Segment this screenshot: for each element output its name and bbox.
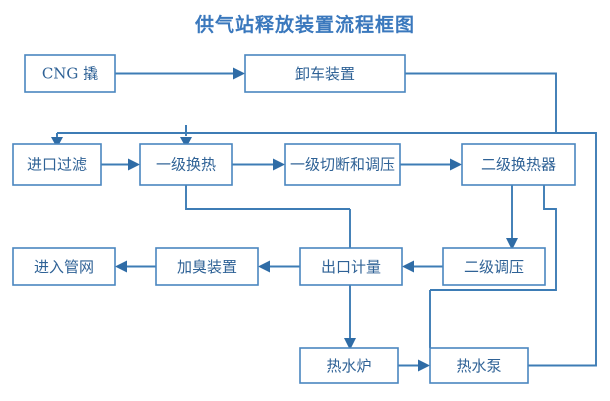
node-label-inlet-filter: 进口过滤: [27, 156, 87, 174]
node-cut-reg1[interactable]: 一级切断和调压: [284, 143, 401, 186]
edge-odorant-to-to-network: [115, 260, 156, 273]
edge-hot-water-pump-to-heat1: [180, 125, 597, 367]
node-label-heat2: 二级换热器: [481, 156, 556, 174]
edge-heat1-to-cut-reg1: [232, 158, 285, 171]
edge-cng-to-unload: [115, 67, 245, 80]
node-cng[interactable]: CNG 撬: [24, 54, 116, 93]
node-hot-water-pump[interactable]: 热水泵: [429, 347, 529, 384]
node-to-network[interactable]: 进入管网: [12, 247, 116, 286]
node-label-cut-reg1: 一级切断和调压: [290, 156, 395, 174]
node-heat1[interactable]: 一级换热: [139, 143, 233, 186]
node-hot-water-boiler[interactable]: 热水炉: [299, 347, 399, 384]
edge-heat2-to-reg2: [506, 185, 518, 250]
edge-outlet-meter-to-odorant: [258, 260, 300, 273]
connector-layer: [51, 67, 597, 372]
edge-heat2-to-hot-water-boiler: [429, 185, 557, 348]
node-label-heat1: 一级换热: [156, 156, 216, 174]
node-label-cng: CNG 撬: [42, 65, 98, 83]
node-unload[interactable]: 卸车装置: [244, 54, 406, 93]
node-label-reg2: 二级调压: [464, 258, 524, 276]
edge-reg2-to-outlet-meter: [402, 260, 443, 273]
edge-cut-reg1-to-heat2: [400, 158, 462, 171]
node-label-hot-water-boiler: 热水炉: [326, 357, 371, 375]
edge-inlet-filter-to-heat1: [101, 158, 140, 171]
node-label-outlet-meter: 出口计量: [321, 258, 381, 276]
node-label-unload: 卸车装置: [295, 65, 355, 83]
node-layer: CNG 撬 卸车装置 进口过滤 一级换热 一级切断和调压 二级换热器: [12, 54, 576, 384]
page-title: 供气站释放装置流程框图: [194, 14, 415, 36]
node-inlet-filter[interactable]: 进口过滤: [12, 143, 102, 186]
node-odorant[interactable]: 加臭装置: [155, 247, 259, 286]
node-label-odorant: 加臭装置: [177, 258, 237, 276]
edge-hot-water-boiler-to-hot-water-pump: [398, 359, 430, 372]
node-label-to-network: 进入管网: [34, 258, 94, 276]
node-label-hot-water-pump: 热水泵: [456, 357, 501, 375]
node-heat2[interactable]: 二级换热器: [461, 143, 576, 186]
node-outlet-meter[interactable]: 出口计量: [299, 247, 403, 286]
node-reg2[interactable]: 二级调压: [442, 247, 546, 286]
